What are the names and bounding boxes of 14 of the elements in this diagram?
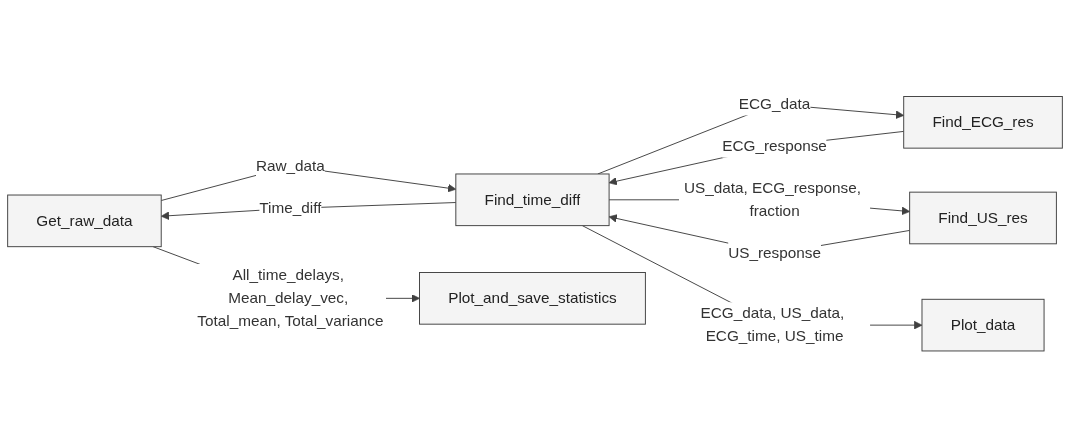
edge-label: ECG_data, US_data, ECG_time, US_time <box>700 304 845 344</box>
edge-label: ECG_data <box>738 95 811 112</box>
edge-label: All_time_delays, Mean_delay_vec, Total_mean, Total_variance <box>197 266 384 329</box>
edge-label: ECG_response <box>722 137 827 154</box>
node-box: Find_ECG_res <box>903 95 1063 149</box>
node-box: Find_US_res <box>909 191 1057 244</box>
node-box: Find_time_diff <box>455 173 610 226</box>
edge-label: US_data, ECG_response, fraction <box>683 179 861 219</box>
node-box: Get_raw_data <box>7 194 162 247</box>
node-box: Plot_and_save_statistics <box>419 271 646 325</box>
node-box: Plot_data <box>921 298 1045 352</box>
edge-label: Raw_data <box>255 157 325 174</box>
edge-label: Time_diff <box>259 199 322 216</box>
edge-label: US_response <box>728 244 821 261</box>
